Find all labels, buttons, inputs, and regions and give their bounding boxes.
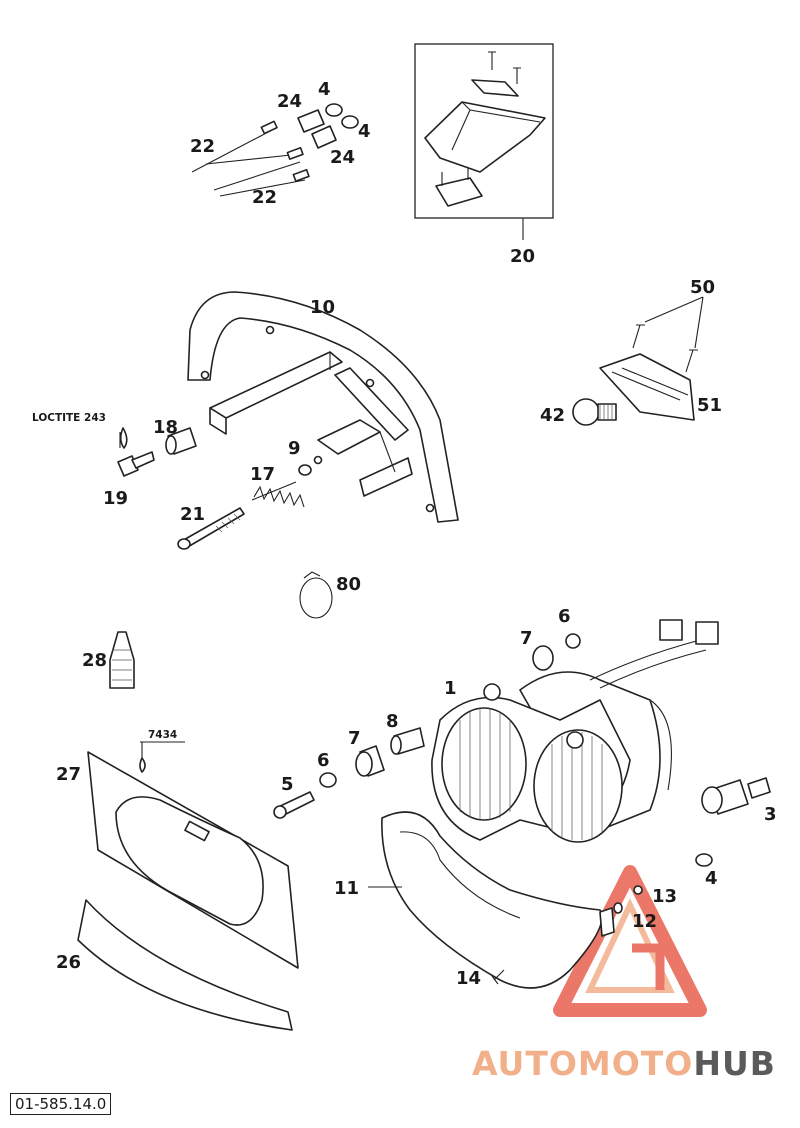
callout-24: 24 bbox=[277, 91, 302, 112]
part-80-clamp bbox=[299, 571, 333, 619]
callout-26: 26 bbox=[56, 952, 81, 973]
drawing-code: 01-585.14.0 bbox=[10, 1093, 112, 1115]
callout-6: 6 bbox=[317, 750, 330, 771]
callout-18: 18 bbox=[153, 417, 178, 438]
part-27-mask bbox=[87, 741, 299, 969]
part-1-headlight bbox=[431, 619, 719, 843]
part-12-13-bracket bbox=[599, 885, 643, 937]
callout-17: 17 bbox=[250, 464, 275, 485]
callout-7: 7 bbox=[520, 628, 533, 649]
callout-7: 7 bbox=[348, 728, 361, 749]
part-11-inner-panel bbox=[368, 811, 603, 989]
part-5-6-7-8-mounts bbox=[273, 633, 581, 819]
part-10-frame bbox=[187, 291, 459, 523]
callout-10: 10 bbox=[310, 297, 335, 318]
callout-27: 27 bbox=[56, 764, 81, 785]
part-14-screw bbox=[491, 969, 505, 985]
callout-4: 4 bbox=[358, 121, 371, 142]
part-20-taillight-group bbox=[414, 43, 554, 240]
callout-4: 4 bbox=[705, 868, 718, 889]
callout-19: 19 bbox=[103, 488, 128, 509]
callout-28: 28 bbox=[82, 650, 107, 671]
part-4-parking-bulb bbox=[695, 853, 713, 867]
callout-21: 21 bbox=[180, 504, 205, 525]
part-3-bulb-h4 bbox=[701, 777, 771, 815]
callout-8: 8 bbox=[386, 711, 399, 732]
callout-50: 50 bbox=[690, 277, 715, 298]
part-50-51-42-small-light bbox=[572, 296, 704, 426]
callout-9: 9 bbox=[288, 438, 301, 459]
callout-80: 80 bbox=[336, 574, 361, 595]
part-22-24-4-wiring bbox=[191, 103, 359, 197]
part-26-panel bbox=[77, 899, 293, 1031]
watermark-logo bbox=[553, 865, 707, 1017]
callout-13: 13 bbox=[652, 886, 677, 907]
part-fasteners-left bbox=[117, 427, 312, 550]
callout-51: 51 bbox=[697, 395, 722, 416]
part-28-tube bbox=[109, 631, 135, 689]
callout-24: 24 bbox=[330, 147, 355, 168]
annotation-sealant: 7434 bbox=[148, 729, 177, 741]
callout-22: 22 bbox=[190, 136, 215, 157]
callout-11: 11 bbox=[334, 878, 359, 899]
watermark-text: AUTOMOTOHUB bbox=[472, 1044, 776, 1083]
callout-42: 42 bbox=[540, 405, 565, 426]
annotation-loctite: LOCTITE 243 bbox=[32, 412, 106, 424]
callout-5: 5 bbox=[281, 774, 294, 795]
callout-6: 6 bbox=[558, 606, 571, 627]
callout-22: 22 bbox=[252, 187, 277, 208]
callout-3: 3 bbox=[764, 804, 777, 825]
callout-20: 20 bbox=[510, 246, 535, 267]
callout-12: 12 bbox=[632, 911, 657, 932]
callout-labels: 20 22 22 24 24 4 4 10 50 42 51 LOCTITE 2… bbox=[32, 79, 777, 989]
callout-4: 4 bbox=[318, 79, 331, 100]
callout-14: 14 bbox=[456, 968, 481, 989]
callout-1: 1 bbox=[444, 678, 457, 699]
